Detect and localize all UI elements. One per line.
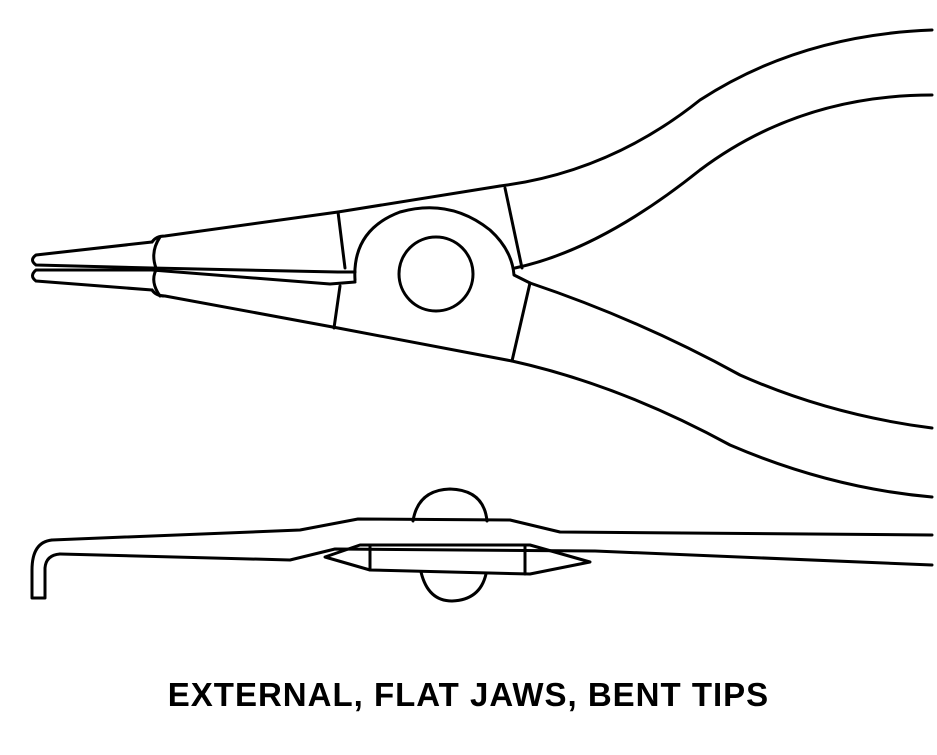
tip-collar-upper [152,235,162,270]
tip-collar-lower [152,268,162,298]
edge-lower-outline [58,547,934,567]
pivot-housing [353,206,532,285]
lower-handle-ferrule [510,281,532,363]
figure-caption: EXTERNAL, FLAT JAWS, BENT TIPS [167,676,770,713]
upper-jaw-tip [31,240,154,270]
bent-tip-hook [30,538,62,600]
pivot-rivet [397,235,475,313]
upper-handle-ferrule [503,186,524,270]
lower-handle-inner [528,281,934,430]
upper-jaw-inner-edge [150,266,357,274]
edge-upper-outline [50,517,934,542]
lower-jaw-body [150,288,514,363]
lower-jaw-tip [31,268,154,292]
upper-handle-outer [498,28,934,188]
edge-pivot-bottom [419,570,488,603]
upper-jaw-body [150,184,502,244]
upper-jaw-divider [336,210,347,270]
pliers-edge-view [30,487,934,603]
lower-handle-outer [510,359,934,499]
lower-jaw-divider [332,284,342,330]
upper-handle-inner [513,93,934,270]
edge-pivot-top [411,487,489,523]
pliers-side-view [31,28,934,499]
lower-jaw-inner-edge [150,268,357,286]
